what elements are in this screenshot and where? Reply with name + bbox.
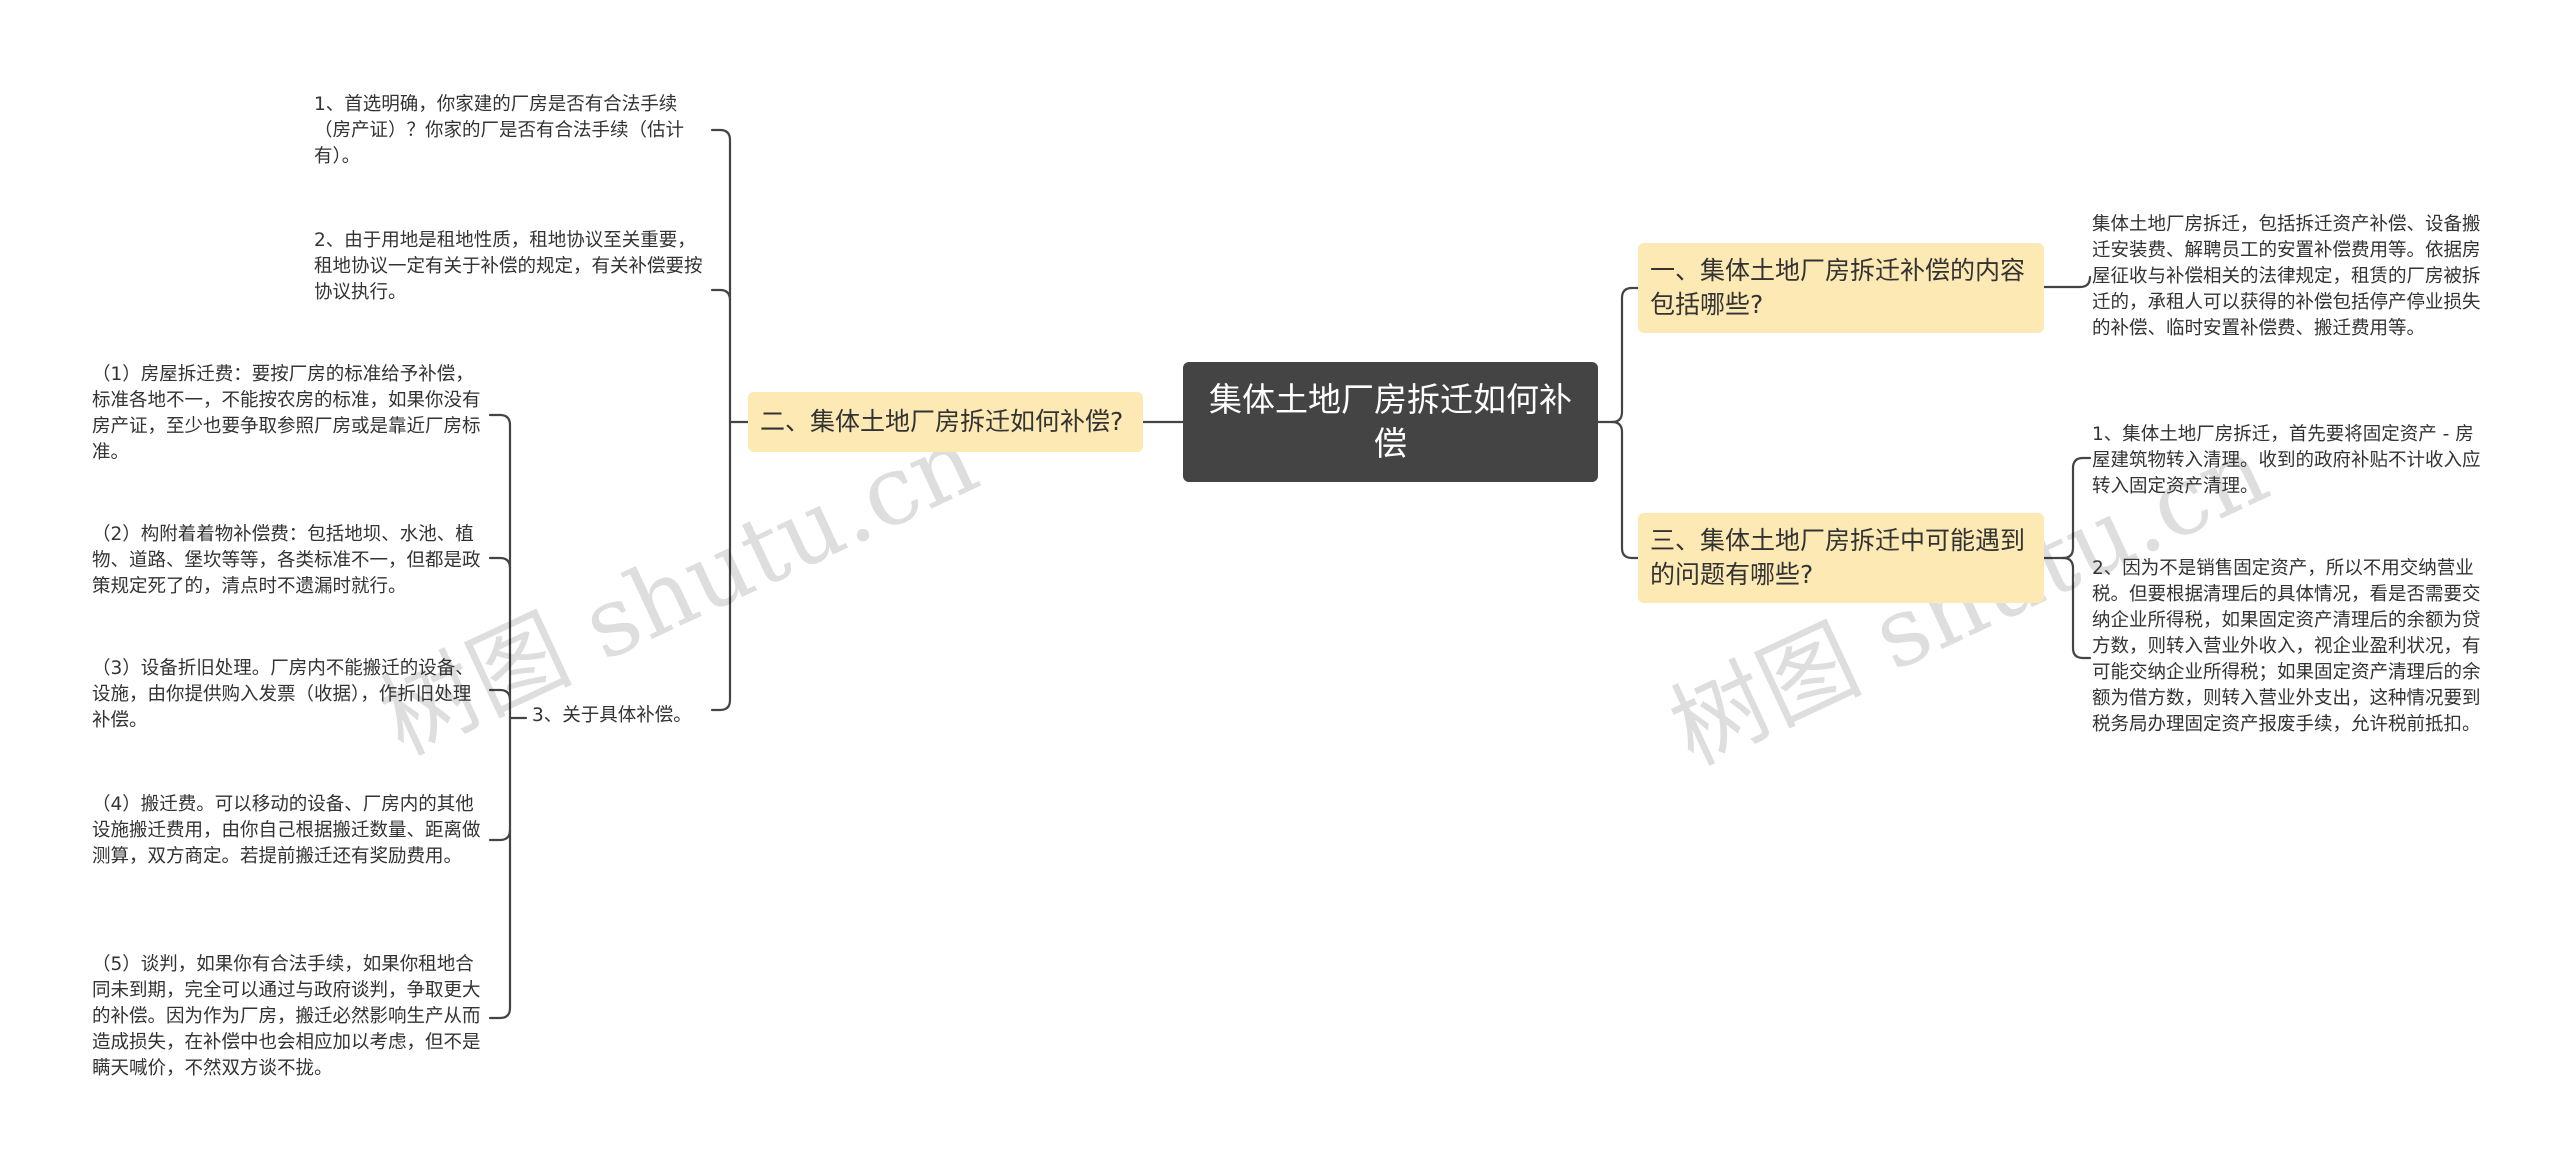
- branch-node-2[interactable]: 二、集体土地厂房拆迁如何补偿?: [748, 392, 1143, 452]
- leaf-b2-item1: 1、首选明确，你家建的厂房是否有合法手续（房产证）？你家的厂是否有合法手续（估计…: [314, 94, 685, 167]
- branch-label-3: 三、集体土地厂房拆迁中可能遇到的问题有哪些?: [1650, 526, 2026, 589]
- leaf-b2-item3: 3、关于具体补偿。: [532, 705, 692, 726]
- leaf-b2-sub1: （1）房屋拆迁费：要按厂房的标准给予补偿，标准各地不一，不能按农房的标准，如果你…: [92, 364, 481, 463]
- connector-branch2-item2: [710, 288, 732, 302]
- branch-label-1: 一、集体土地厂房拆迁补偿的内容包括哪些?: [1650, 256, 2026, 319]
- connector-root-branch1: [1596, 286, 1640, 424]
- leaf-b2-sub4: （4）搬迁费。可以移动的设备、厂房内的其他设施搬迁费用，由你自己根据搬迁数量、距…: [92, 794, 481, 867]
- leaf-b2-sub3: （3）设备折旧处理。厂房内不能搬迁的设备、设施，由你提供购入发票（收据），作折旧…: [92, 658, 474, 731]
- root-label: 集体土地厂房拆迁如何补偿: [1209, 380, 1572, 463]
- leaf-b3-item1: 1、集体土地厂房拆迁，首先要将固定资产 - 房屋建筑物转入清理。收到的政府补贴不…: [2092, 424, 2481, 497]
- branch-node-3[interactable]: 三、集体土地厂房拆迁中可能遇到的问题有哪些?: [1638, 513, 2044, 603]
- connector-branch2-item1: [710, 128, 732, 424]
- leaf-b2-item2: 2、由于用地是租地性质，租地协议至关重要，租地协议一定有关于补偿的规定，有关补偿…: [314, 230, 703, 303]
- connector-item3-sub4: [488, 716, 512, 842]
- leaf-b2-sub5: （5）谈判，如果你有合法手续，如果你租地合同未到期，完全可以通过与政府谈判，争取…: [92, 954, 481, 1079]
- connector-item3-sub1: [488, 413, 512, 720]
- branch-node-1[interactable]: 一、集体土地厂房拆迁补偿的内容包括哪些?: [1638, 243, 2044, 333]
- connector-branch1-content: [2042, 275, 2092, 289]
- leaf-b1-content: 集体土地厂房拆迁，包括拆迁资产补偿、设备搬迁安装费、解聘员工的安置补偿费用等。依…: [2092, 214, 2481, 339]
- leaf-b2-sub2: （2）构附着着物补偿费：包括地坝、水池、植物、道路、堡坎等等，各类标准不一，但都…: [92, 524, 481, 597]
- connector-item3-sub2: [488, 556, 512, 570]
- connector-item3-sub3: [488, 688, 512, 702]
- root-node[interactable]: 集体土地厂房拆迁如何补偿: [1183, 362, 1598, 482]
- connector-branch3-items: [2042, 456, 2092, 560]
- connector-root-branch3: [1610, 420, 1640, 560]
- connector-item3-sub5: [488, 828, 512, 1020]
- connector-branch3-item2: [2061, 556, 2092, 660]
- branch-label-2: 二、集体土地厂房拆迁如何补偿?: [760, 407, 1124, 436]
- connector-branch2-item3: [710, 420, 732, 712]
- leaf-b3-item2: 2、因为不是销售固定资产，所以不用交纳营业税。但要根据清理后的具体情况，看是否需…: [2092, 558, 2481, 735]
